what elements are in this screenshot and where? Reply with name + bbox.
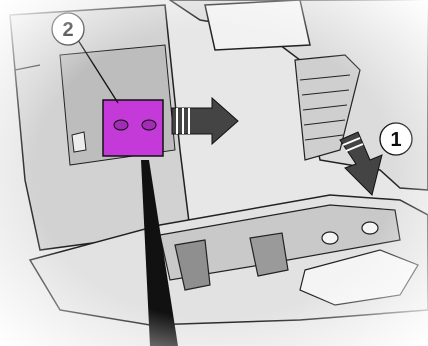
callout-2-label: 2 — [62, 19, 73, 41]
callout-1: 1 — [380, 123, 412, 155]
latch-slot — [72, 132, 86, 152]
callout-1-label: 1 — [390, 129, 401, 151]
headrest — [205, 0, 310, 50]
callout-2: 2 — [52, 13, 84, 45]
